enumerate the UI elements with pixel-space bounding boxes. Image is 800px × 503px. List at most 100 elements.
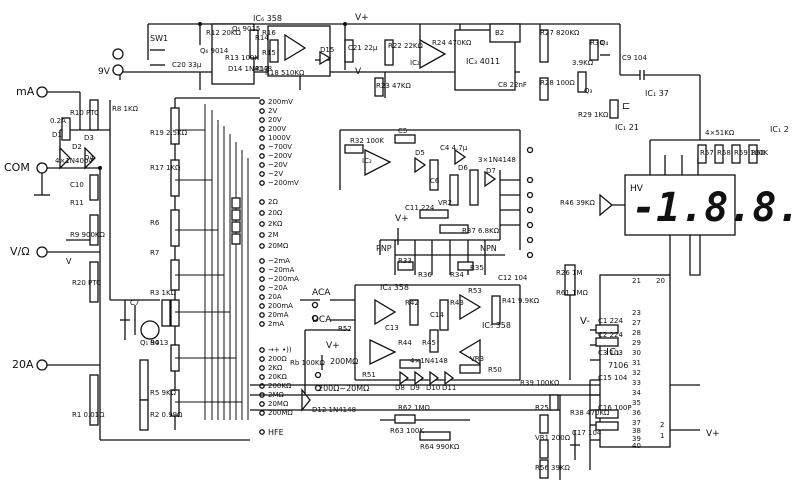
r45-label: R45 (422, 339, 436, 347)
pin-1: 1 (660, 432, 665, 440)
vplus-mid-label: V+ (326, 341, 340, 351)
pin-28: 28 (632, 329, 641, 337)
c9-label: C9 104 (622, 54, 647, 62)
battery-label: 9V (98, 67, 110, 77)
r38-label: R38 470KΩ (570, 409, 610, 417)
d7-label: D7 (486, 167, 496, 175)
d8-label: D8 (395, 384, 405, 392)
r50-label: R50 (488, 366, 502, 374)
r2-label: R2 0.99Ω (150, 411, 183, 419)
r200m-label: 200MΩ (330, 357, 359, 366)
r12-label: R12 20KΩ (206, 29, 241, 37)
vohm-terminal: V/Ω (10, 245, 30, 258)
range-dcv-1: 2V (268, 107, 278, 115)
d1-label: D1 (52, 131, 62, 139)
c13-label: C13 (385, 324, 399, 332)
range-switch (231, 99, 470, 441)
a20-terminal: 20A (12, 358, 34, 371)
ic2-top-label: IC₂ (410, 59, 420, 67)
d3-label: D3 (84, 134, 94, 142)
aca-label: ACA (312, 288, 331, 298)
range-res-2: 2KΩ (268, 364, 283, 372)
r63-label: R63 100K (390, 427, 424, 435)
sw1-label: SW1 (150, 34, 169, 43)
r60-label: R60 (751, 149, 765, 157)
ic1-37-label: IC₁ 37 (645, 89, 669, 98)
range-acv-0: ~2mA (268, 257, 290, 265)
npn-label: NPN (480, 244, 497, 253)
d6-label: D6 (458, 164, 468, 172)
pin-31: 31 (632, 359, 641, 367)
r26-label: R26 1M (556, 269, 583, 277)
rr-label: 4×51KΩ (705, 129, 735, 137)
pin-29: 29 (632, 339, 641, 347)
vplus-top-label: V+ (355, 13, 369, 23)
pin-21: 21 (632, 277, 641, 285)
c17-label: C17 104 (572, 429, 602, 437)
vr3-label: VR3 (470, 355, 485, 363)
lcd-digits: -1.8.8.8 (632, 185, 800, 231)
r51-label: R51 (362, 371, 376, 379)
c16-label: C16 100P (598, 404, 632, 412)
range-res-7: 200MΩ (268, 409, 293, 417)
range-dcv-6: ~200V (268, 152, 293, 160)
d10-label: D10 (426, 384, 441, 392)
d5-label: D5 (415, 149, 425, 157)
ac-converter-section (339, 129, 534, 259)
c11-label: C11 224 (405, 204, 435, 212)
diode-pair-label: 3×1N4148 (478, 156, 516, 164)
ic6-label: IC₆ 358 (253, 14, 282, 23)
pin-34: 34 (632, 389, 641, 397)
pin-37: 37 (632, 419, 641, 427)
c10-label: C10 (70, 181, 84, 189)
r11-label: R11 (70, 199, 84, 207)
r13-label: R13 100K (225, 54, 259, 62)
r17k-label: R17 1KΩ (150, 164, 181, 172)
diodes-label: 4×1N4004 (55, 157, 93, 165)
d15-label: D15 (320, 46, 335, 54)
c20-label: C20 33μ (172, 61, 202, 69)
r22-label: R22 22KΩ (388, 42, 423, 50)
pin-38: 38 (632, 427, 641, 435)
input-section (34, 86, 250, 441)
r5-label: R5 9KΩ (150, 389, 176, 397)
r52-label: R52 (338, 325, 352, 333)
r30-label: R30 (590, 39, 604, 47)
range-ohm-1: 20Ω (268, 209, 283, 217)
ic4-ic5-section (330, 284, 521, 386)
r32-label: R32 100K (350, 137, 384, 145)
diodes4-label: 4×1N4148 (410, 357, 448, 365)
range-acv-6: 20mA (268, 311, 289, 319)
range-dcv-9: ~200mV (268, 179, 299, 187)
r8-label: R8 1KΩ (112, 105, 138, 113)
c12-label: C12 104 (498, 274, 528, 282)
r57-label: R57 (700, 149, 714, 157)
range-acv-5: 200mA (268, 302, 293, 310)
vplus-right-label: V+ (706, 429, 720, 439)
pin-30: 30 (632, 349, 641, 357)
vr1-label: VR1 200Ω (535, 434, 571, 442)
r33-label: R33 (398, 257, 412, 265)
pin-2: 2 (660, 421, 665, 429)
r18-label: R18 510KΩ (265, 69, 305, 77)
r15-label: R15 (262, 49, 276, 57)
pin-27: 27 (632, 319, 641, 327)
range-ohm-4: 20MΩ (268, 242, 289, 250)
c4-label: C4 4.7μ (440, 144, 468, 152)
vplus-mid2-label: V+ (395, 214, 409, 224)
lower-bus-lines (250, 264, 700, 480)
range-acv-1: ~20mA (268, 266, 295, 274)
c14-label: C14 (430, 311, 444, 319)
c8-label: C8 22nF (498, 81, 527, 89)
range-res-5: 2MΩ (268, 391, 284, 399)
range-acv-2: ~200mA (268, 275, 299, 283)
r10-label: R10 PTC (70, 109, 99, 117)
r24-label: R24 470KΩ (432, 39, 472, 47)
lcd-display (599, 139, 760, 236)
d9-label: D9 (410, 384, 420, 392)
range-res-6: 20MΩ (268, 400, 289, 408)
hfe-socket (394, 240, 505, 275)
r19-label: R19 2.5KΩ (150, 129, 188, 137)
r20m-label: 200Ω~20MΩ (318, 384, 370, 393)
